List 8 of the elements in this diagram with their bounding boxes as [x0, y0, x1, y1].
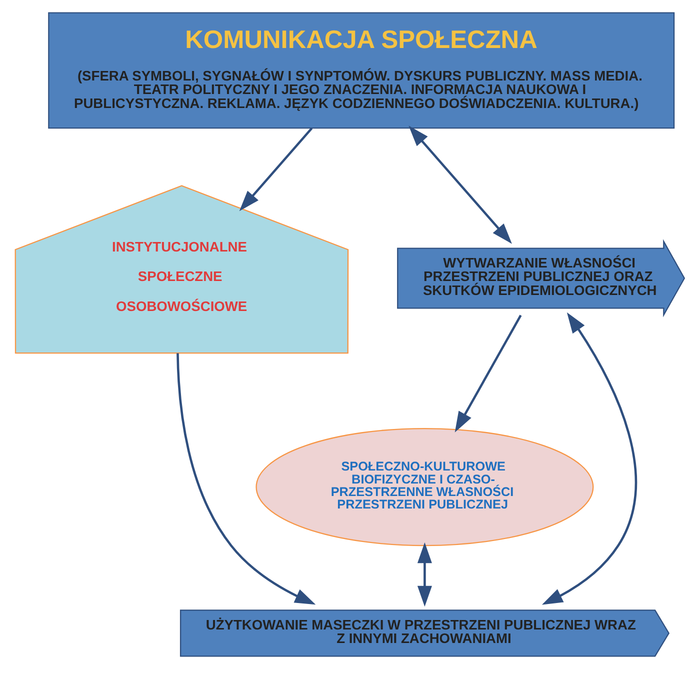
node-box: KOMUNIKACJA SPOŁECZNA (SFERA SYMBOLI, SYGNAŁÓW I SYNPTOMÓW. DYSKURS PUBLICZNY. MASS MEDIA. TEATR POLITYCZNY I JEGO ZNACZENIA. INFORMACJA NAUKOWA I PUBLICYSTYCZNA. REKLAMA. JĘZYK CODZIENNEGO DOŚWIADCZENIA. KULTURA.): [48, 12, 675, 129]
arrow: [176, 353, 316, 605]
arrow: [417, 542, 432, 607]
arrow: [454, 314, 522, 432]
arrow: [239, 128, 313, 212]
node-ellipse: SPOŁECZNO-KULTUROWE BIOFIZYCZNE I CZASO-PRZESTRZENNE WŁASNOŚCI PRZESTRZENI PUBLICZNEJ: [256, 428, 594, 546]
arrow: [542, 312, 637, 605]
arrow: [408, 126, 512, 244]
